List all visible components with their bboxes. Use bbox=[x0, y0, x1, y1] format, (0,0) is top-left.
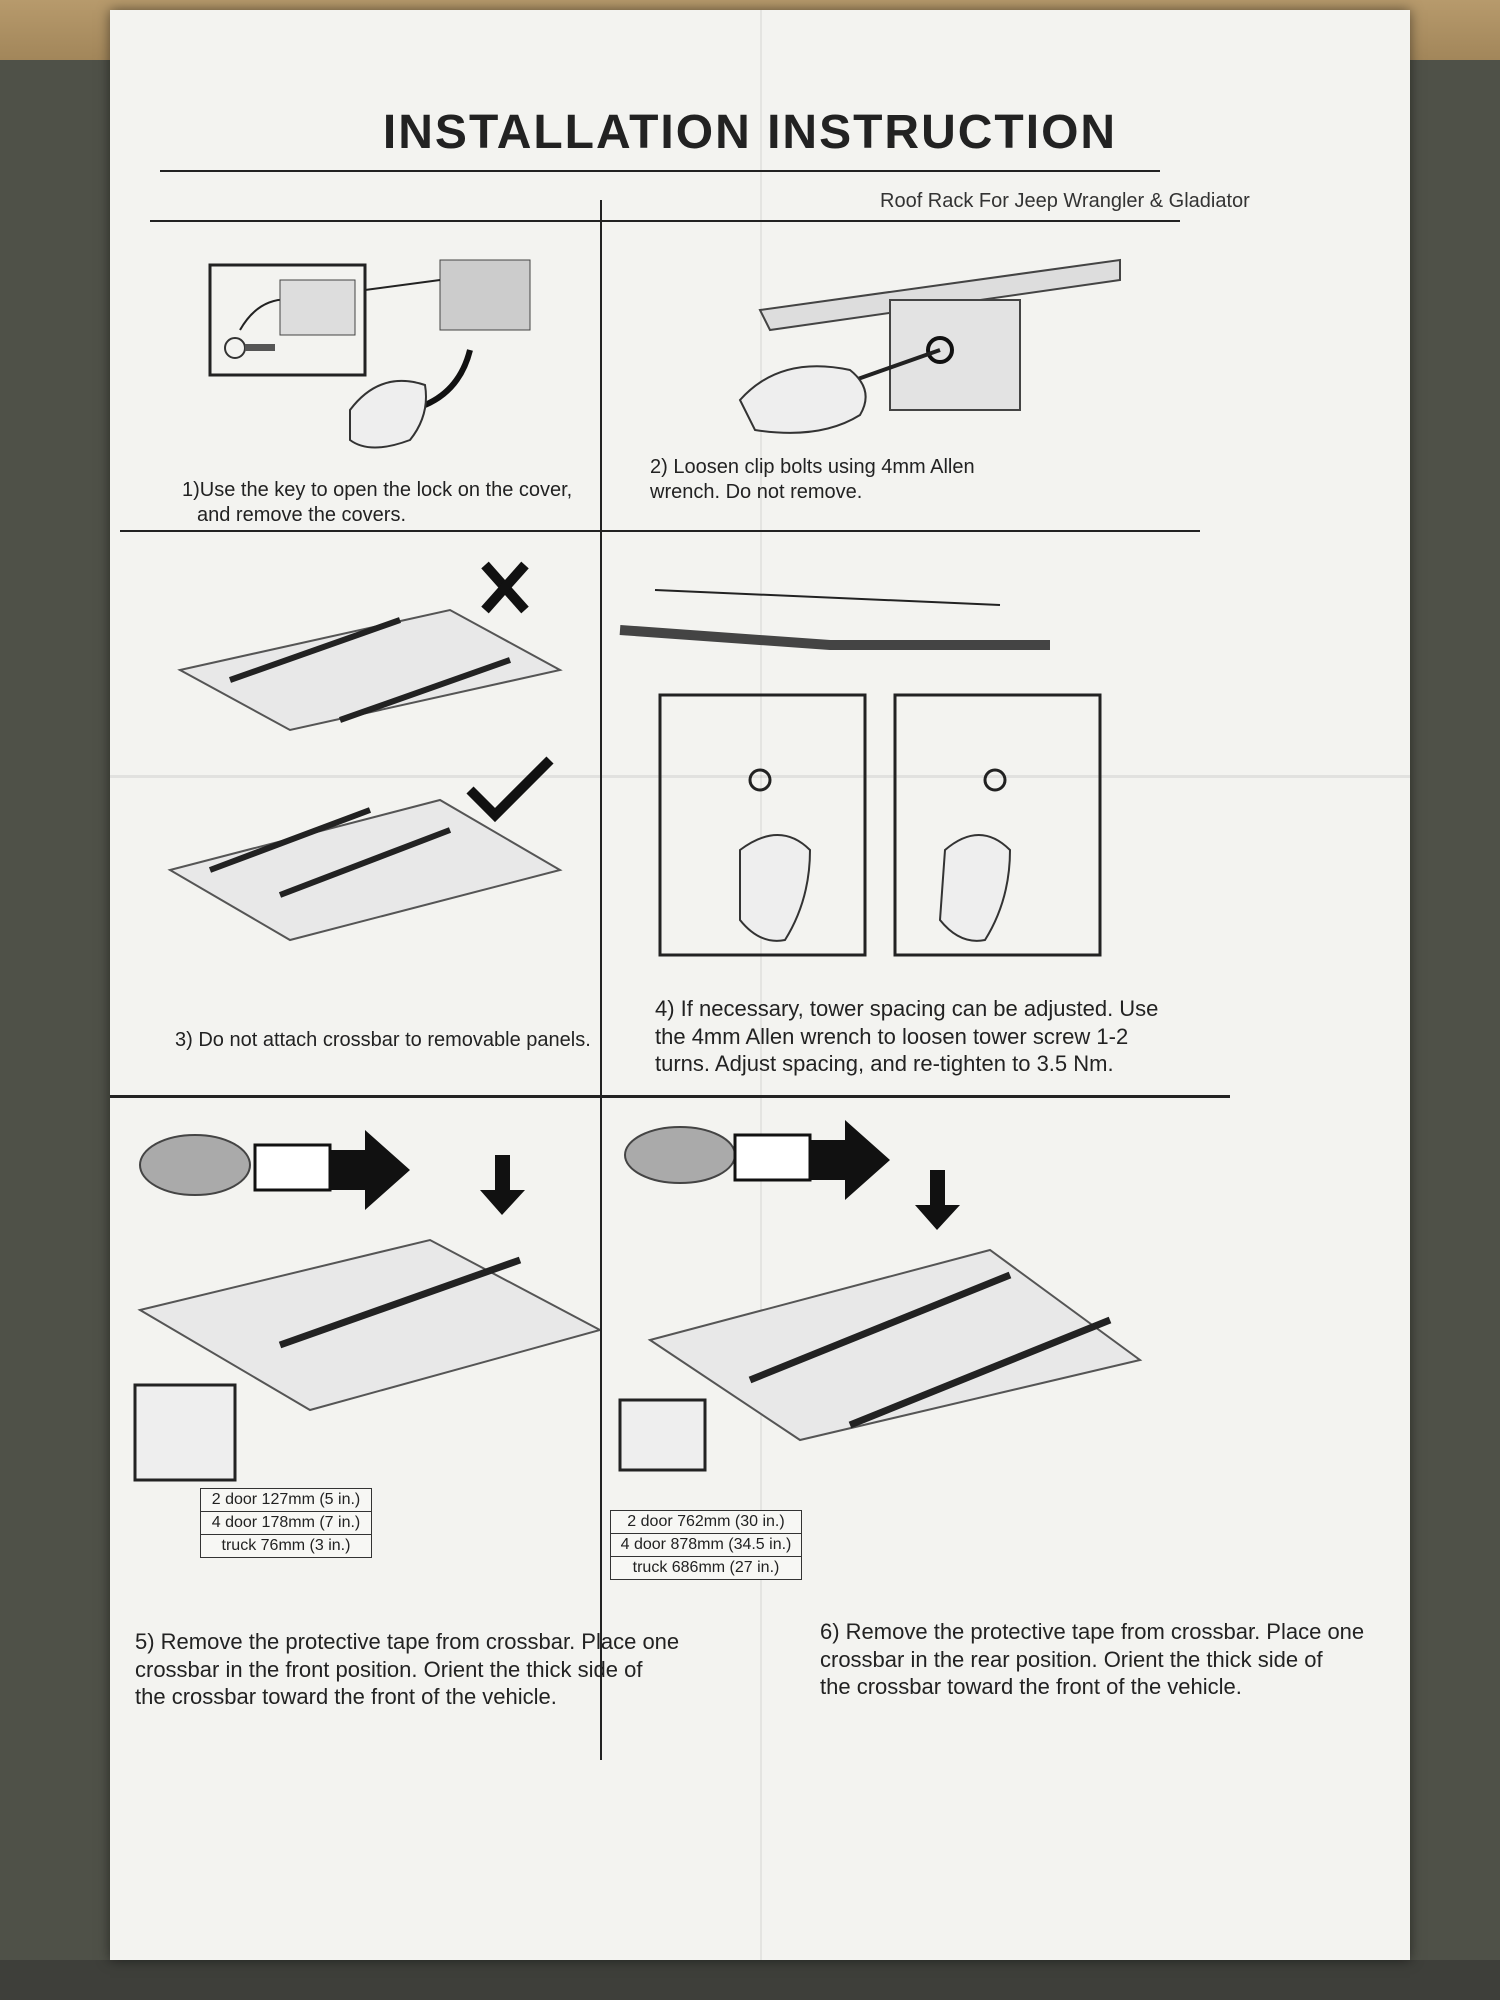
key-icon bbox=[224, 337, 275, 359]
dimension-row: 2 door 762mm (30 in.) bbox=[627, 1513, 785, 1530]
step6-dimension-table: 2 door 762mm (30 in.) 4 door 878mm (34.5… bbox=[610, 1510, 802, 1580]
hand-icon bbox=[739, 834, 1012, 942]
grid-rule-row1 bbox=[120, 530, 1200, 532]
step1-caption: 1)Use the key to open the lock on the co… bbox=[182, 478, 572, 528]
step1-caption-line: 1)Use the key to open the lock on the co… bbox=[182, 479, 573, 501]
step2-illustration bbox=[738, 258, 1121, 434]
step4-caption-line: the 4mm Allen wrench to loosen tower scr… bbox=[655, 1023, 1129, 1049]
dimension-row: truck 76mm (3 in.) bbox=[201, 1534, 371, 1557]
step6-caption-line: 6) Remove the protective tape from cross… bbox=[820, 1619, 1365, 1644]
step5-caption-line: crossbar in the front position. Orient t… bbox=[135, 1656, 643, 1682]
check-icon bbox=[466, 756, 554, 823]
step3-caption: 3) Do not attach crossbar to removable p… bbox=[175, 1028, 591, 1053]
cross-icon bbox=[481, 561, 529, 614]
step6-illustration bbox=[618, 1120, 1143, 1472]
step5-dimension-table: 2 door 127mm (5 in.) 4 door 178mm (7 in.… bbox=[200, 1488, 372, 1558]
step4-illustration bbox=[619, 589, 1102, 957]
step4-caption-line: 4) If necessary, tower spacing can be ad… bbox=[655, 996, 1159, 1021]
step6-caption-line: crossbar in the rear position. Orient th… bbox=[820, 1646, 1323, 1672]
jeep-icon bbox=[733, 1133, 812, 1182]
step1-caption-line: and remove the covers. bbox=[197, 504, 406, 526]
grid-rule-top bbox=[150, 220, 1180, 222]
instruction-sheet: INSTALLATION INSTRUCTION Roof Rack For J… bbox=[110, 10, 1410, 1960]
dimension-row: truck 686mm (27 in.) bbox=[611, 1556, 801, 1579]
arrow-right-icon bbox=[810, 1120, 890, 1200]
step2-caption: 2) Loosen clip bolts using 4mm Allen wre… bbox=[650, 455, 975, 505]
step2-caption-line: 2) Loosen clip bolts using 4mm Allen bbox=[650, 456, 975, 478]
fold-line-horizontal bbox=[110, 775, 1410, 778]
grid-rule-center bbox=[600, 200, 602, 1760]
hand-icon bbox=[738, 365, 867, 434]
step6-caption-line: the crossbar toward the front of the veh… bbox=[820, 1674, 1242, 1699]
arrow-right-icon bbox=[330, 1130, 410, 1210]
floor-background bbox=[0, 1960, 1500, 2000]
jeep-icon bbox=[253, 1143, 332, 1192]
dimension-row: 4 door 178mm (7 in.) bbox=[201, 1511, 371, 1534]
step5-caption-line: 5) Remove the protective tape from cross… bbox=[135, 1629, 680, 1654]
fold-line-vertical bbox=[760, 10, 762, 1960]
step3-caption-line: 3) Do not attach crossbar to removable p… bbox=[175, 1029, 591, 1051]
page-subtitle: Roof Rack For Jeep Wrangler & Gladiator bbox=[880, 190, 1250, 212]
dimension-row: 4 door 878mm (34.5 in.) bbox=[611, 1533, 801, 1556]
title-rule bbox=[160, 170, 1160, 172]
hand-icon bbox=[349, 379, 427, 449]
arrow-down-icon bbox=[480, 1155, 525, 1215]
grid-rule-row2 bbox=[110, 1095, 1230, 1098]
step2-caption-line: wrench. Do not remove. bbox=[650, 481, 863, 503]
step4-caption: 4) If necessary, tower spacing can be ad… bbox=[655, 995, 1158, 1078]
arrow-down-icon bbox=[915, 1170, 960, 1230]
step5-caption-line: the crossbar toward the front of the veh… bbox=[135, 1684, 557, 1709]
page-title: INSTALLATION INSTRUCTION bbox=[382, 106, 1118, 159]
dimension-row: 2 door 127mm (5 in.) bbox=[211, 1491, 361, 1508]
step1-illustration bbox=[208, 259, 531, 449]
allen-wrench-icon bbox=[854, 348, 941, 382]
step5-illustration bbox=[133, 1130, 600, 1482]
step5-caption: 5) Remove the protective tape from cross… bbox=[135, 1628, 679, 1711]
step6-caption: 6) Remove the protective tape from cross… bbox=[820, 1618, 1364, 1701]
step3-illustration bbox=[167, 561, 563, 942]
step4-caption-line: turns. Adjust spacing, and re-tighten to… bbox=[655, 1051, 1114, 1076]
